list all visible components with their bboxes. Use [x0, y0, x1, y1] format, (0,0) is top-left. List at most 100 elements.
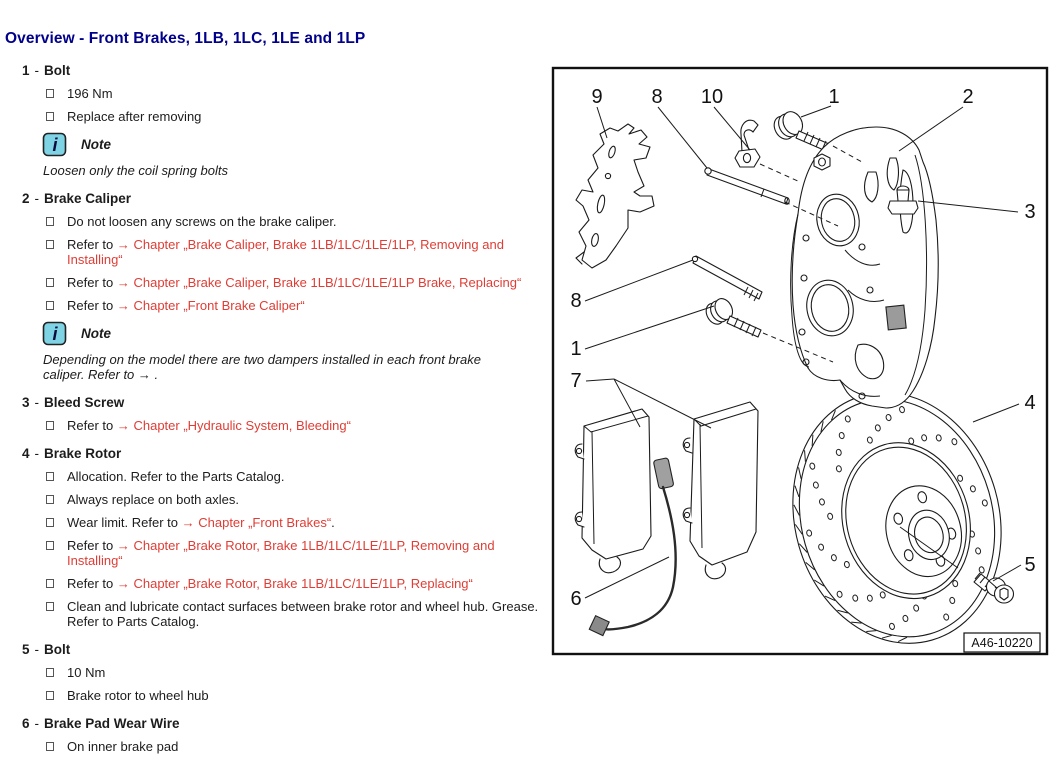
square-bullet-icon — [46, 217, 54, 226]
hub-axis-line — [899, 526, 959, 569]
legend-item-6: 6-Brake Pad Wear Wire On inner brake pad — [0, 716, 548, 754]
bullet-text: Allocation. Refer to the Parts Catalog. — [67, 469, 285, 484]
item-name: Bolt — [44, 63, 71, 78]
parts-legend: 1 - Bolt 196 Nm Replace after removing i N… — [0, 50, 548, 754]
list-item: 196 Nm — [46, 86, 548, 101]
item-number: 5 — [22, 642, 30, 657]
item-header: 6-Brake Pad Wear Wire — [22, 716, 548, 731]
brake-assembly-diagram: 9 8 10 1 2 3 8 1 7 4 5 6 A46-10220 — [551, 66, 1051, 658]
callout-5: 5 — [1024, 554, 1035, 576]
chapter-link[interactable]: → Chapter „Front Brake Caliper“ — [116, 298, 305, 313]
item-header: 2-Brake Caliper — [22, 191, 548, 206]
svg-text:i: i — [52, 324, 58, 344]
note-text: Depending on the model there are two dam… — [43, 352, 481, 382]
list-item: Wear limit. Refer to → Chapter „Front Br… — [46, 515, 548, 530]
item-number: 4 — [22, 446, 30, 461]
wear-wire-part — [588, 457, 677, 637]
caliper-bolt-upper — [773, 111, 837, 155]
note-text: Loosen only the coil spring bolts — [43, 163, 229, 178]
rotor-bolt-part — [973, 572, 1015, 604]
callout-4: 4 — [1024, 392, 1035, 414]
bullet-text: 196 Nm — [67, 86, 113, 101]
chapter-link[interactable]: → Chapter „Front Brakes“ — [181, 515, 332, 530]
caliper-bolt-lower — [705, 298, 762, 338]
item-name: Brake Caliper — [44, 191, 132, 206]
square-bullet-icon — [46, 668, 54, 677]
bullet-text: Refer to — [67, 298, 117, 313]
figure-id-box: A46-10220 — [963, 632, 1041, 653]
item-header: 3-Bleed Screw — [22, 395, 548, 410]
note-label: Note — [81, 326, 111, 341]
square-bullet-icon — [46, 742, 54, 751]
item-name: Bolt — [44, 642, 71, 657]
guide-pin-lower — [691, 255, 763, 302]
chapter-link[interactable]: → Chapter „Brake Rotor, Brake 1LB/1LC/1L… — [116, 576, 473, 591]
chapter-link[interactable]: → Chapter „Brake Caliper, Brake 1LB/1LC/… — [116, 275, 522, 290]
list-item: Allocation. Refer to the Parts Catalog. — [46, 469, 548, 484]
callout-1-left: 1 — [570, 338, 581, 360]
square-bullet-icon — [46, 579, 54, 588]
callout-10: 10 — [701, 86, 723, 108]
legend-item-1: 1-Bolt 196 Nm Replace after removing i N… — [0, 63, 548, 178]
square-bullet-icon — [46, 112, 54, 121]
chapter-link[interactable]: → Chapter „Brake Rotor, Brake 1LB/1LC/1L… — [67, 538, 495, 568]
list-item: Refer to → Chapter „Hydraulic System, Bl… — [46, 418, 548, 433]
note-row: i Note — [42, 321, 548, 346]
list-item: Brake rotor to wheel hub — [46, 688, 548, 703]
callout-7: 7 — [570, 370, 581, 392]
guide-pin-upper — [704, 167, 790, 205]
bullet-text: 10 Nm — [67, 665, 106, 680]
list-item: Do not loosen any screws on the brake ca… — [46, 214, 548, 229]
callout-1-top: 1 — [828, 86, 839, 108]
legend-item-3: 3-Bleed Screw Refer to → Chapter „Hydrau… — [0, 395, 548, 433]
square-bullet-icon — [46, 278, 54, 287]
bullet-text: Replace after removing — [67, 109, 202, 124]
bullet-text: Refer to — [67, 418, 117, 433]
callout-8-top: 8 — [651, 86, 662, 108]
legend-item-5: 5-Bolt 10 Nm Brake rotor to wheel hub — [0, 642, 548, 703]
item-separator: - — [34, 395, 40, 410]
bullet-text: Refer to — [67, 237, 117, 252]
wear-sensor-plate — [885, 304, 907, 331]
list-item: Clean and lubricate contact surfaces bet… — [46, 599, 548, 629]
callout-8-left: 8 — [570, 290, 581, 312]
list-item: 10 Nm — [46, 665, 548, 680]
brake-pads-part — [574, 401, 759, 580]
page-title: Overview - Front Brakes, 1LB, 1LC, 1LE a… — [5, 30, 366, 47]
square-bullet-icon — [46, 691, 54, 700]
legend-item-4: 4-Brake Rotor Allocation. Refer to the P… — [0, 446, 548, 629]
square-bullet-icon — [46, 541, 54, 550]
figure-id: A46-10220 — [971, 636, 1032, 650]
list-item: Refer to → Chapter „Brake Caliper, Brake… — [46, 237, 548, 267]
info-note-icon: i — [42, 321, 67, 346]
square-bullet-icon — [46, 602, 54, 611]
chapter-link[interactable]: → Chapter „Brake Caliper, Brake 1LB/1LC/… — [67, 237, 504, 267]
bullet-text: Refer to — [67, 576, 117, 591]
bullet-text: Refer to — [67, 538, 117, 553]
callout-9: 9 — [591, 86, 602, 108]
item-number: 2 — [22, 191, 30, 206]
list-item: Refer to → Chapter „Brake Rotor, Brake 1… — [46, 576, 548, 591]
callout-leaders — [584, 105, 1022, 599]
legend-item-2: 2-Brake Caliper Do not loosen any screws… — [0, 191, 548, 382]
item-separator: - — [34, 191, 40, 206]
list-item: Refer to → Chapter „Brake Rotor, Brake 1… — [46, 538, 548, 568]
bullet-text: Brake rotor to wheel hub — [67, 688, 209, 703]
assembly-dashes — [759, 145, 863, 363]
svg-text:i: i — [52, 135, 58, 155]
chapter-link[interactable]: → Chapter „Hydraulic System, Bleeding“ — [116, 418, 351, 433]
bullet-text: Always replace on both axles. — [67, 492, 239, 507]
item-header: 5-Bolt — [22, 642, 548, 657]
square-bullet-icon — [46, 495, 54, 504]
list-item: Replace after removing — [46, 109, 548, 124]
square-bullet-icon — [46, 421, 54, 430]
item-name: Bleed Screw — [44, 395, 125, 410]
square-bullet-icon — [46, 240, 54, 249]
item-number: 1 — [22, 63, 30, 78]
bleed-screw-part — [887, 185, 919, 215]
bullet-text: Wear limit. Refer to — [67, 515, 182, 530]
square-bullet-icon — [46, 518, 54, 527]
square-bullet-icon — [46, 472, 54, 481]
brake-caliper-part — [790, 126, 939, 409]
